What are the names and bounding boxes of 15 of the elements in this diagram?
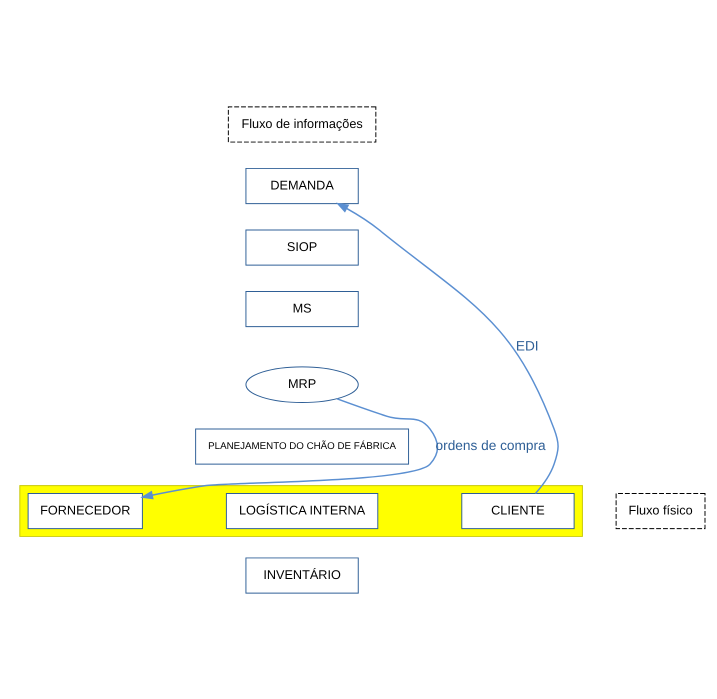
- node-box: Fluxo de informações: [228, 106, 376, 142]
- cluster: [19, 484, 583, 536]
- node-box: LOGÍSTICA INTERNA: [226, 492, 378, 529]
- node-box: DEMANDA: [245, 167, 359, 204]
- arrow: [336, 202, 559, 494]
- node-box: CLIENTE: [461, 492, 575, 529]
- node-box: PLANEJAMENTO DO CHÃO DE FÁBRICA: [195, 428, 410, 464]
- node-box: INVENTÁRIO: [245, 556, 359, 594]
- edge-label: EDI: [516, 338, 539, 353]
- node-box: Fluxo físico: [616, 492, 706, 529]
- node-box: MS: [245, 290, 359, 327]
- node-box: FORNECEDOR: [28, 492, 143, 529]
- node-box: SIOP: [245, 228, 359, 266]
- arrow: [140, 398, 438, 499]
- node-ellipse: MRP: [245, 366, 359, 403]
